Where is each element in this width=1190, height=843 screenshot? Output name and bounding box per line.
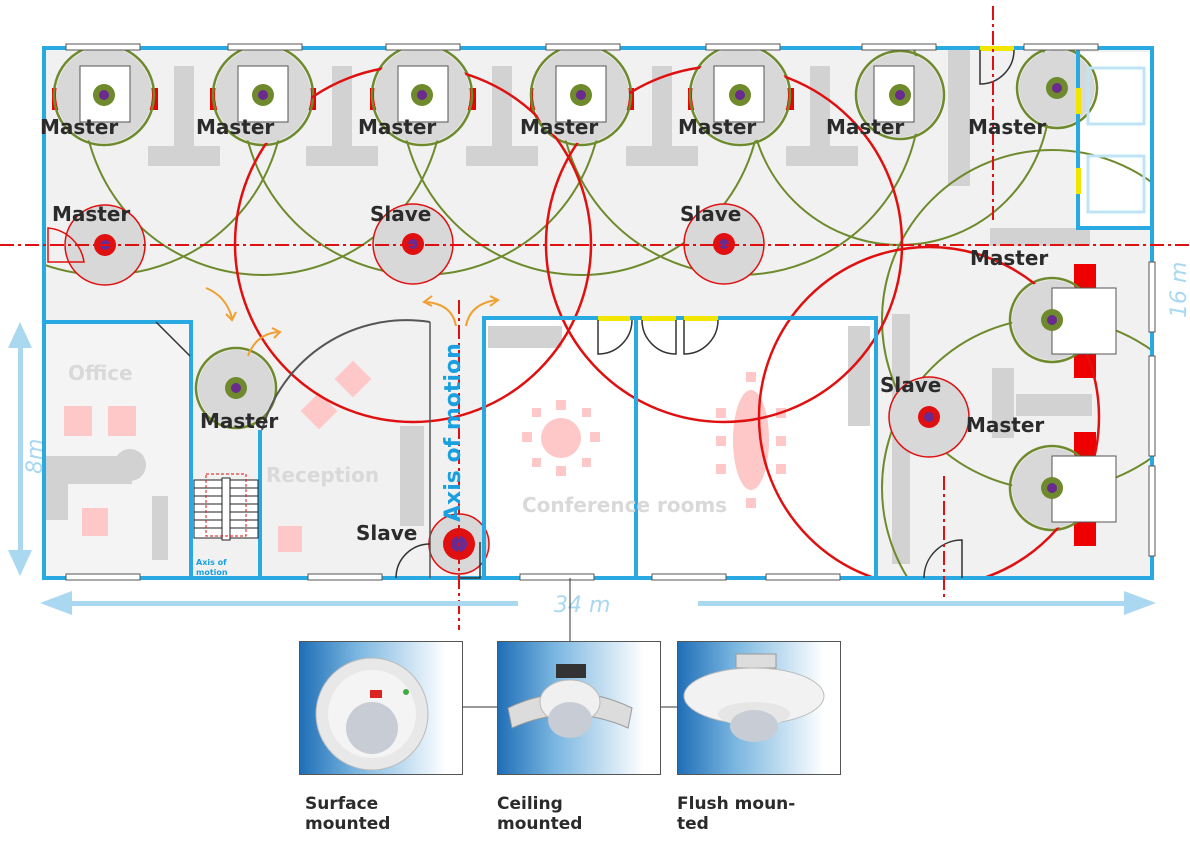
- caption-line: ted: [677, 814, 709, 834]
- master-label: Master: [970, 246, 1048, 270]
- dimension-arrows: [8, 322, 1156, 615]
- length-dimension: 34 m: [554, 593, 610, 618]
- slave-label: Slave: [370, 202, 431, 226]
- master-label: Master: [196, 115, 274, 139]
- flush-mounted-sensor-image: [677, 641, 841, 775]
- master-label: Master: [826, 115, 904, 139]
- axis-of-motion-small-line2: motion: [196, 568, 228, 577]
- width-dimension-left: 8m: [23, 439, 48, 474]
- caption-ceiling-mounted: Ceiling mounted: [497, 794, 657, 834]
- elevators: [1086, 66, 1146, 214]
- master-label: Master: [968, 115, 1046, 139]
- caption-line: Flush moun-: [677, 794, 796, 814]
- room-label-reception: Reception: [266, 463, 379, 487]
- caption-flush-mounted: Flush moun- ted: [677, 794, 837, 834]
- left-door: [47, 227, 85, 263]
- sensor-labels: Master Master Master Master Master Maste…: [40, 115, 1048, 545]
- axis-of-motion-small-line1: Axis of: [196, 558, 227, 567]
- slave-label: Slave: [356, 521, 417, 545]
- windows: [65, 43, 1156, 581]
- slave-label: Slave: [880, 373, 941, 397]
- master-label: Master: [358, 115, 436, 139]
- slave-label: Slave: [680, 202, 741, 226]
- master-label: Master: [520, 115, 598, 139]
- caption-line: mounted: [305, 814, 391, 834]
- sensor-dots: [93, 77, 1068, 560]
- room-label-office: Office: [68, 361, 133, 385]
- master-label: Master: [52, 202, 130, 226]
- axis-lines: [0, 6, 1190, 630]
- caption-surface-mounted: Surface mounted: [305, 794, 465, 834]
- reception-curve-wall: [261, 319, 431, 431]
- ceiling-mounted-sensor-image: [497, 641, 661, 775]
- motion-arrows: [205, 287, 500, 357]
- master-label: Master: [40, 115, 118, 139]
- door-markers: [598, 46, 1081, 321]
- furniture: [46, 46, 1092, 564]
- surface-mounted-sensor-image: [299, 641, 463, 775]
- master-label: Master: [200, 409, 278, 433]
- stairs: [193, 473, 259, 541]
- caption-line: Ceiling: [497, 794, 563, 814]
- doors: [155, 49, 1015, 579]
- axis-of-motion-label: Axis of motion: [441, 343, 466, 522]
- room-label-conference: Conference rooms: [522, 493, 727, 517]
- master-label: Master: [678, 115, 756, 139]
- caption-line: Surface: [305, 794, 379, 814]
- width-dimension-right: 16 m: [1167, 262, 1190, 318]
- caption-line: mounted: [497, 814, 583, 834]
- master-label: Master: [966, 413, 1044, 437]
